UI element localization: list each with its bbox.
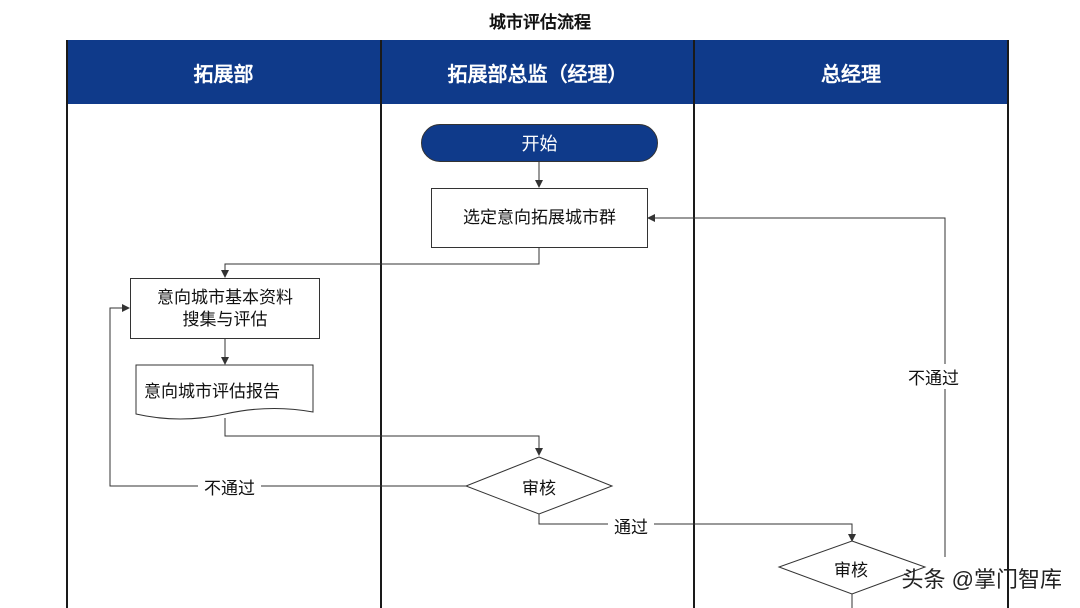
reject-director-label: 不通过: [198, 474, 261, 499]
watermark: 头条 @掌门智库: [901, 567, 1062, 592]
report-document-shape: [135, 364, 314, 420]
report-label: 意向城市评估报告: [144, 382, 280, 401]
diagram-title: 城市评估流程: [489, 13, 591, 32]
start-terminator: 开始: [421, 124, 658, 162]
lane-divider-2: [693, 40, 695, 608]
select-cities-box: 选定意向拓展城市群: [431, 188, 648, 248]
lane-divider-1: [380, 40, 382, 608]
decision-diamond-director: [464, 456, 614, 515]
collect-info-line2: 搜集与评估: [182, 309, 268, 329]
decision-diamond-gm: [777, 540, 927, 595]
lane-divider-right: [1007, 40, 1009, 608]
edge-pass-director: [538, 514, 856, 542]
lane-header-gm: 总经理: [694, 40, 1008, 104]
pass-director-label: 通过: [608, 513, 654, 538]
edge-reject-director: [109, 304, 466, 487]
edge-report-review: [224, 418, 543, 456]
edge-select-collect: [221, 248, 540, 278]
reject-gm-label: 不通过: [902, 364, 965, 389]
edge-reject-gm: [647, 214, 946, 557]
review-gm-label: 审核: [834, 561, 868, 580]
lane-header-expansion: 拓展部: [66, 40, 381, 104]
lane-divider-left: [66, 40, 68, 608]
lane-header-director: 拓展部总监（经理）: [381, 40, 694, 104]
collect-info-line1: 意向城市基本资料: [157, 288, 293, 308]
collect-info-box: 意向城市基本资料 搜集与评估: [130, 278, 320, 339]
review-director-label: 审核: [522, 479, 556, 498]
